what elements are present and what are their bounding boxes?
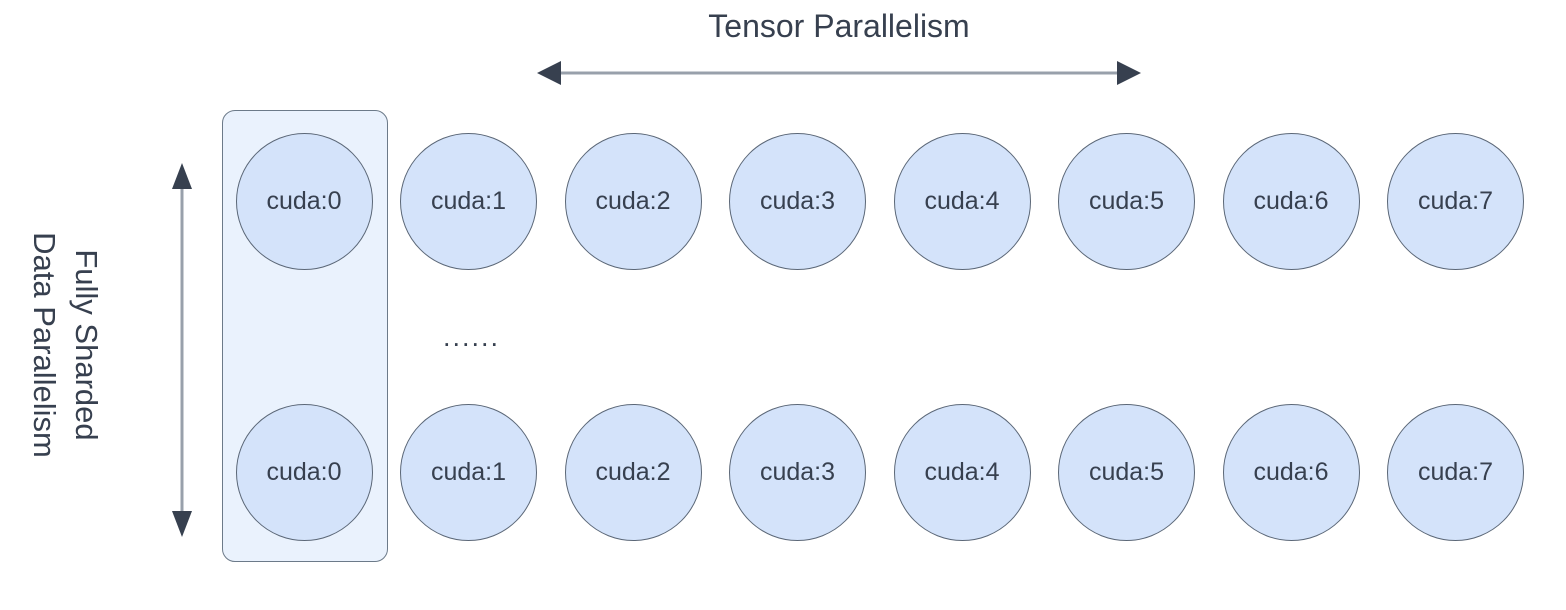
gpu-node-label: cuda:4 xyxy=(924,186,1000,215)
gpu-node-label: cuda:4 xyxy=(924,457,1000,486)
gpu-node-top-row-6[interactable]: cuda:6 xyxy=(1222,132,1360,270)
gpu-node-top-row-5[interactable]: cuda:5 xyxy=(1058,132,1195,270)
gpu-node-bottom-row-6[interactable]: cuda:6 xyxy=(1222,403,1360,541)
gpu-node-top-row-0[interactable]: cuda:0 xyxy=(235,132,373,270)
gpu-node-label: cuda:1 xyxy=(430,457,507,486)
fsdp-axis-label: Fully Sharded Data Parallelism xyxy=(0,180,130,510)
gpu-node-bottom-row-7[interactable]: cuda:7 xyxy=(1387,403,1524,541)
gpu-node-label: cuda:7 xyxy=(1417,457,1494,486)
gpu-node-top-row-4[interactable]: cuda:4 xyxy=(893,132,1031,270)
gpu-node-label: cuda:5 xyxy=(1088,186,1165,215)
tensor-parallelism-arrow xyxy=(537,58,1141,88)
fsdp-axis-label-line-2: Data Parallelism xyxy=(27,232,62,458)
gpu-node-bottom-row-2[interactable]: cuda:2 xyxy=(564,403,702,541)
gpu-node-top-row-3[interactable]: cuda:3 xyxy=(729,132,866,270)
gpu-node-label: cuda:6 xyxy=(1253,457,1329,486)
gpu-node-bottom-row-0[interactable]: cuda:0 xyxy=(235,403,373,541)
gpu-node-label: cuda:7 xyxy=(1417,186,1494,215)
gpu-node-label: cuda:1 xyxy=(430,186,507,215)
gpu-node-label: cuda:0 xyxy=(266,457,342,486)
fsdp-arrow xyxy=(167,163,197,537)
gpu-node-bottom-row-1[interactable]: cuda:1 xyxy=(400,403,537,541)
gpu-node-bottom-row-3[interactable]: cuda:3 xyxy=(729,403,866,541)
gpu-node-bottom-row-5[interactable]: cuda:5 xyxy=(1058,403,1195,541)
gpu-node-top-row-7[interactable]: cuda:7 xyxy=(1387,132,1524,270)
gpu-node-label: cuda:2 xyxy=(595,457,671,486)
gpu-node-label: cuda:5 xyxy=(1088,457,1165,486)
gpu-node-label: cuda:2 xyxy=(595,186,671,215)
gpu-node-top-row-1[interactable]: cuda:1 xyxy=(400,132,537,270)
double-arrow-horizontal-icon xyxy=(537,61,1141,85)
ellipsis-dots: ...... xyxy=(443,322,501,352)
gpu-node-label: cuda:0 xyxy=(266,186,342,215)
page-title: Tensor Parallelism xyxy=(708,8,970,44)
gpu-node-label: cuda:3 xyxy=(759,457,836,486)
double-arrow-vertical-icon xyxy=(172,163,192,537)
gpu-node-top-row-2[interactable]: cuda:2 xyxy=(564,132,702,270)
gpu-node-label: cuda:6 xyxy=(1253,186,1329,215)
gpu-node-bottom-row-4[interactable]: cuda:4 xyxy=(893,403,1031,541)
fsdp-axis-label-line-1: Fully Sharded xyxy=(69,249,104,441)
gpu-node-label: cuda:3 xyxy=(759,186,836,215)
